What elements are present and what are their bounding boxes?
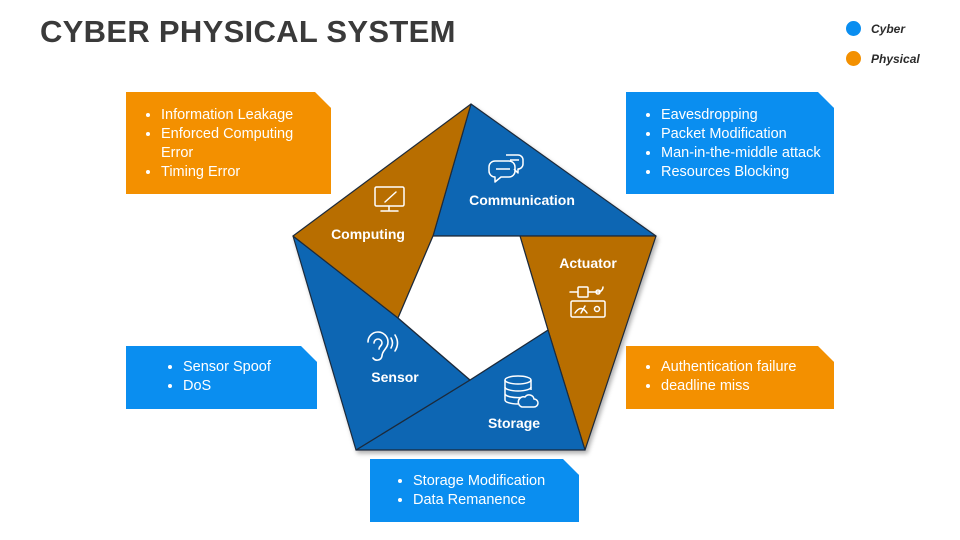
threat-box-storage: Storage Modification Data Remanence <box>370 459 579 522</box>
database-cloud-icon <box>504 375 539 408</box>
list-item: Sensor Spoof <box>183 358 307 377</box>
list-item: Resources Blocking <box>661 163 824 182</box>
legend-item-cyber: Cyber <box>846 21 905 36</box>
list-item: Enforced Computing Error <box>161 125 321 163</box>
ear-icon <box>367 331 399 361</box>
list-item: Authentication failure <box>661 358 824 377</box>
list-item: DoS <box>183 377 307 396</box>
segment-communication <box>432 103 657 237</box>
threat-box-computing: Information Leakage Enforced Computing E… <box>126 92 331 194</box>
legend-dot-cyber <box>846 21 861 36</box>
segment-label-communication: Communication <box>469 192 575 208</box>
center-hole <box>397 235 549 381</box>
legend-item-physical: Physical <box>846 51 920 66</box>
legend-label-physical: Physical <box>871 51 920 66</box>
segment-label-sensor: Sensor <box>371 369 419 385</box>
list-item: Timing Error <box>161 163 321 182</box>
chat-icon <box>488 154 524 183</box>
list-item: Eavesdropping <box>661 106 824 125</box>
segment-label-actuator: Actuator <box>559 255 617 271</box>
threat-box-sensor: Sensor Spoof DoS <box>126 346 317 409</box>
threat-box-communication: Eavesdropping Packet Modification Man-in… <box>626 92 834 194</box>
legend-dot-physical <box>846 51 861 66</box>
list-item: Data Remanence <box>413 491 569 510</box>
threat-box-actuator: Authentication failure deadline miss <box>626 346 834 409</box>
monitor-icon <box>374 186 405 212</box>
list-item: Information Leakage <box>161 106 321 125</box>
list-item: Storage Modification <box>413 472 569 491</box>
list-item: deadline miss <box>661 377 824 396</box>
legend-label-cyber: Cyber <box>871 21 906 36</box>
list-item: Packet Modification <box>661 125 824 144</box>
page-title: CYBER PHYSICAL SYSTEM <box>40 14 456 49</box>
segment-label-storage: Storage <box>488 415 540 431</box>
list-item: Man-in-the-middle attack <box>661 144 824 163</box>
segment-label-computing: Computing <box>331 226 405 242</box>
actuator-device-icon <box>569 286 606 318</box>
